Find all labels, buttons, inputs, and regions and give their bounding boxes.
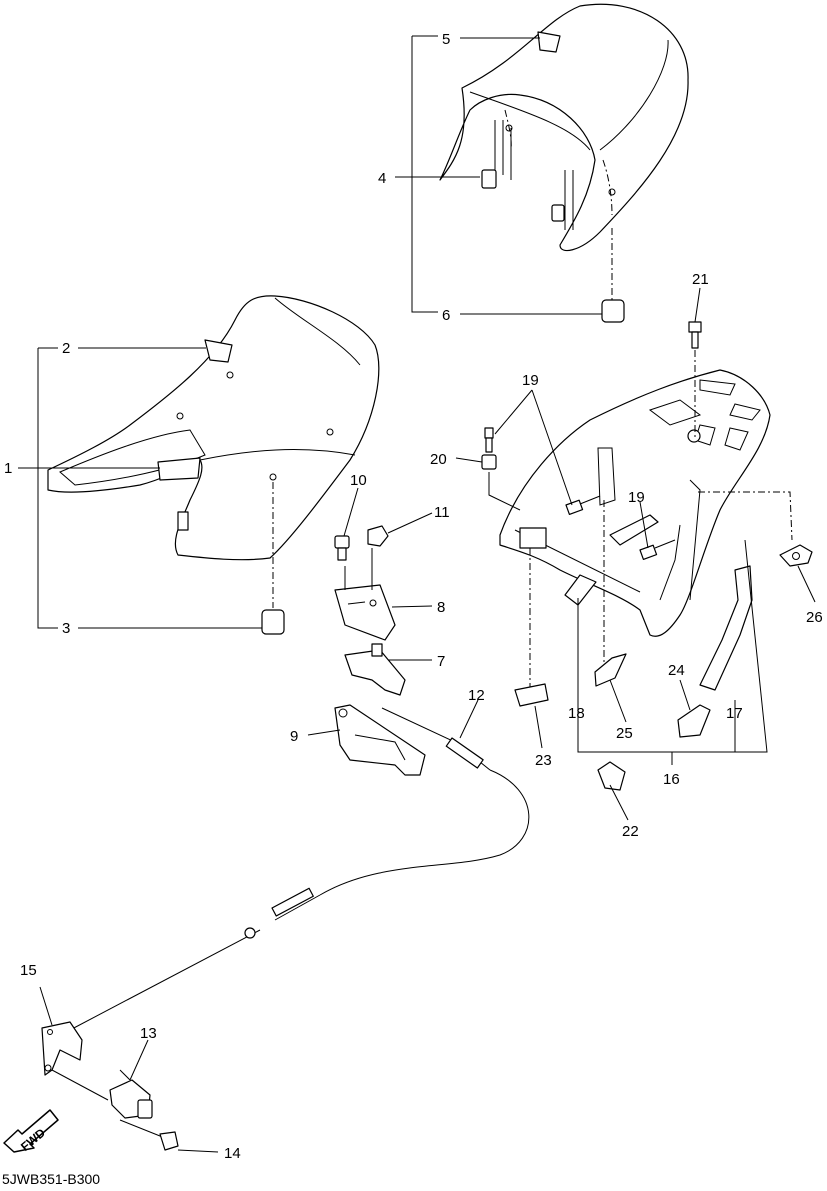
callout-13: 13 (140, 1025, 157, 1042)
callout-18: 18 (568, 705, 585, 722)
cover-18 (564, 574, 597, 606)
callout-6: 6 (442, 307, 450, 324)
callout-12: 12 (468, 687, 485, 704)
callout-24: 24 (668, 662, 685, 679)
bracket-15 (41, 1021, 83, 1076)
grommet-26 (779, 544, 813, 567)
callout-25: 25 (616, 725, 633, 742)
callout-26: 26 (806, 609, 823, 626)
cable-12 (69, 707, 530, 1031)
fwd-arrow-icon: FWD (3, 1109, 59, 1154)
lock-9 (334, 704, 426, 776)
callout-16: 16 (663, 771, 680, 788)
bolt-10 (334, 535, 350, 561)
callout-19a: 19 (522, 372, 539, 389)
callout-14: 14 (224, 1145, 241, 1162)
bolt-21 (688, 321, 702, 440)
callout-20: 20 (430, 451, 447, 468)
callout-10: 10 (350, 472, 367, 489)
callout-7: 7 (437, 653, 445, 670)
callout-3: 3 (62, 620, 70, 637)
cover-17 (699, 565, 753, 691)
callout-2: 2 (62, 340, 70, 357)
callout-19b: 19 (628, 489, 645, 506)
callout-21: 21 (692, 271, 709, 288)
callout-22: 22 (622, 823, 639, 840)
bolt-19 (484, 427, 676, 560)
damper-6 (601, 228, 625, 323)
callout-11: 11 (434, 504, 450, 521)
callout-17: 17 (726, 705, 743, 722)
clip-24 (677, 704, 711, 738)
lock-13 (109, 1069, 153, 1119)
washer-20 (481, 454, 521, 511)
clip-25 (594, 653, 627, 687)
callout-5: 5 (442, 31, 450, 48)
screw-14 (119, 1119, 179, 1151)
leader-lines (18, 35, 816, 1153)
hook-7 (344, 643, 406, 696)
nut-22 (597, 761, 626, 791)
front-seat (47, 295, 380, 561)
clip-23 (514, 683, 549, 707)
tag-5 (537, 31, 561, 53)
drawing-code: 5JWB351-B300 (2, 1171, 100, 1186)
rear-seat (439, 3, 689, 252)
grab-bar-16 (499, 369, 771, 637)
callout-labels: 1 2 3 4 5 6 7 8 9 10 11 12 13 14 15 16 1… (4, 31, 823, 1162)
bracket-8 (334, 584, 396, 641)
bolt-4 (481, 169, 565, 222)
callout-9: 9 (290, 728, 298, 745)
callout-15: 15 (20, 962, 37, 979)
nut-11 (367, 525, 389, 547)
damper-3 (261, 482, 285, 635)
callout-8: 8 (437, 599, 445, 616)
callout-23: 23 (535, 752, 552, 769)
callout-1: 1 (4, 460, 12, 477)
callout-4: 4 (378, 170, 386, 187)
